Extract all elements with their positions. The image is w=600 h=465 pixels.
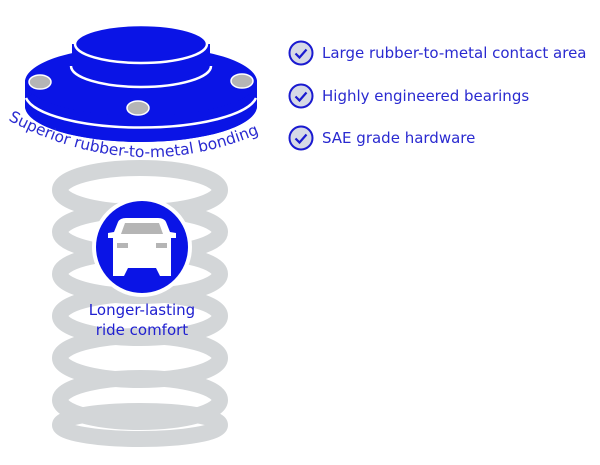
ride-comfort-label: Longer-lasting ride comfort <box>62 300 222 340</box>
feature-item: Highly engineered bearings <box>288 83 529 109</box>
feature-label: Highly engineered bearings <box>322 87 530 105</box>
check-circle-icon <box>288 125 314 151</box>
feature-label: SAE grade hardware <box>322 129 476 147</box>
feature-item: SAE grade hardware <box>288 125 475 151</box>
feature-label: Large rubber-to-metal contact area <box>322 44 587 62</box>
ride-label-line2: ride comfort <box>95 321 189 339</box>
check-circle-icon <box>288 40 314 66</box>
bolt-icon <box>28 73 254 116</box>
ride-label-line1: Longer-lasting <box>88 301 196 319</box>
car-icon-badge <box>92 197 192 297</box>
check-circle-icon <box>288 83 314 109</box>
feature-item: Large rubber-to-metal contact area <box>288 40 587 66</box>
mount-plate <box>24 23 258 142</box>
